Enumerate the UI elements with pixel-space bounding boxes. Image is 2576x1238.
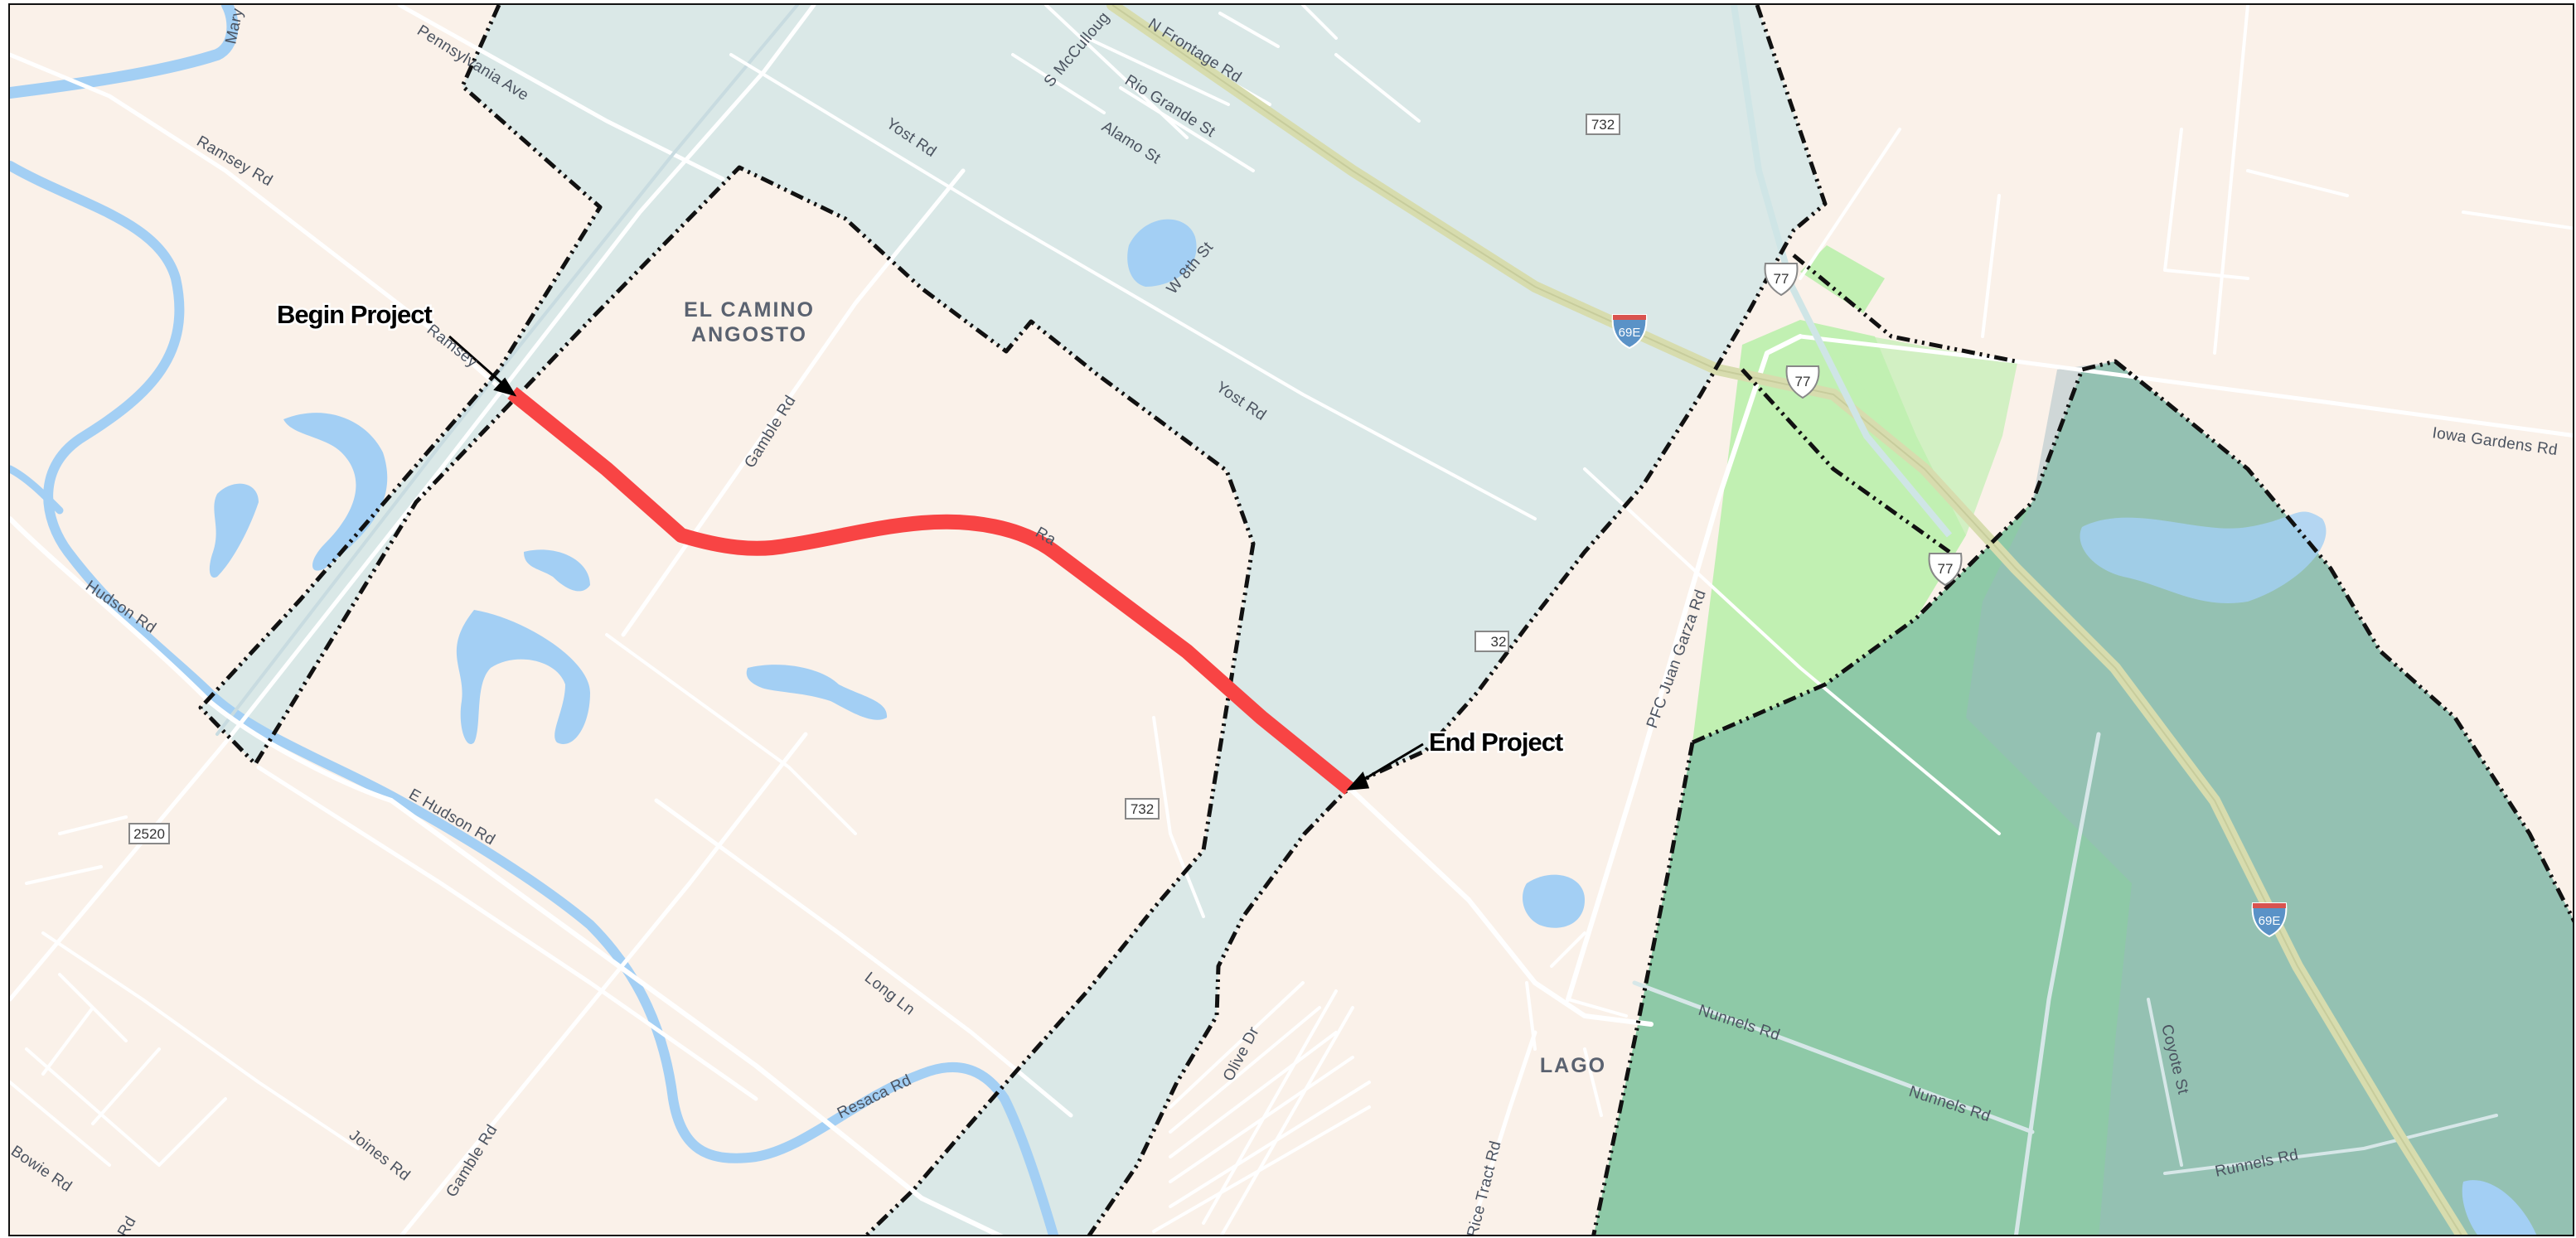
boundary-green-west <box>1591 742 1695 1235</box>
boundary-east-zone <box>2114 360 2573 923</box>
begin-project-label: Begin Project <box>277 300 432 329</box>
boundary-green-inner <box>1741 368 1951 554</box>
shield-label: 77 <box>1938 561 1954 577</box>
project-alignment <box>507 386 1354 795</box>
road-gamble-north <box>621 168 966 637</box>
resaca-lake-3 <box>456 610 590 744</box>
fm-shield-icon <box>1474 631 1509 652</box>
lake-southeast <box>2462 1180 2537 1235</box>
us-shield-icon <box>1785 365 1820 399</box>
light-green-area-north <box>1800 245 1885 313</box>
resaca-lake-2 <box>209 483 259 578</box>
road-west-residential <box>25 815 128 885</box>
fm-shield-icon <box>1586 114 1620 135</box>
fm-shield-icon <box>1125 798 1160 820</box>
road-ramsey-rd <box>10 52 510 397</box>
light-green-area-east <box>1825 328 2017 535</box>
road-east-vertical <box>2014 732 2101 1235</box>
road-nunnels <box>1632 980 2035 1134</box>
shield-label: 732 <box>1591 117 1615 133</box>
road-north-grid-3 <box>2246 169 2349 197</box>
fm-shield-icon <box>128 823 170 844</box>
interstate-shield-icon <box>1611 314 1648 350</box>
grey-overlay-area <box>1966 361 2573 1235</box>
resaca-lake-5 <box>746 665 888 720</box>
city-limits-area <box>201 5 1825 1235</box>
begin-arrow-head <box>493 377 517 397</box>
road-frontage <box>1583 467 2001 835</box>
shield-fm-732-partial: 32 <box>1474 631 1509 652</box>
road-north-grid-6 <box>1799 128 1901 280</box>
road-e-hudson <box>256 765 758 1101</box>
interstate-shield-band <box>1613 315 1646 320</box>
road-west-diagonal <box>10 5 816 1002</box>
road-north-grid-1 <box>2213 5 2249 355</box>
road-rice-tract <box>1467 1030 1537 1235</box>
road-sw-grid <box>10 931 360 1167</box>
road-runnels <box>2163 1114 2498 1175</box>
shield-label: 32 <box>1491 634 1507 650</box>
shield-fm-732-mid: 732 <box>1125 798 1160 820</box>
shield-label: 77 <box>1795 374 1811 389</box>
end-arrow-head <box>1346 771 1370 791</box>
road-rail <box>215 5 799 736</box>
begin-arrow-line <box>448 335 508 389</box>
lake-east <box>2080 511 2327 604</box>
road-north-grid-2 <box>2163 128 2249 280</box>
map-frame[interactable]: 2520 732 732 32 77 77 77 69E 69E EL CAMI… <box>8 3 2574 1236</box>
shield-us-77-b: 77 <box>1785 365 1820 399</box>
road-olive-grid <box>1152 981 1371 1235</box>
road-yost-rd <box>729 53 1537 520</box>
road-central-s <box>1152 716 1205 918</box>
shield-us-77-a: 77 <box>1764 263 1799 297</box>
boundary-lines <box>198 5 2573 1235</box>
shield-label: 69E <box>1619 326 1641 340</box>
annotation-arrows <box>448 335 1424 791</box>
road-pfc-juan-garza <box>1566 334 1803 1002</box>
road-iowa-gardens <box>1798 334 2573 438</box>
lake-lago <box>1523 874 1585 928</box>
shield-label: 69E <box>2259 914 2281 928</box>
boundary-east-strip <box>1087 5 1828 1235</box>
road-central-sw <box>605 633 857 835</box>
interstate-69e-edge <box>1111 5 2462 1235</box>
shield-label: 2520 <box>133 826 165 842</box>
us-shield-icon <box>1928 553 1963 587</box>
shield-i-69e-a: 69E <box>1611 314 1648 350</box>
shield-label: 732 <box>1131 801 1154 817</box>
end-arrow-line <box>1358 742 1424 784</box>
road-gamble-south <box>399 732 808 1235</box>
place-label-el-camino: EL CAMINO <box>684 298 815 322</box>
resaca-lake-4 <box>524 549 590 592</box>
lake-north <box>1127 219 1197 287</box>
map-canvas[interactable]: 2520 732 732 32 77 77 77 69E 69E EL CAMI… <box>10 5 2574 1236</box>
road-coyote <box>2147 998 2183 1167</box>
road-north-grid-5 <box>1981 194 2001 338</box>
shield-i-69e-b: 69E <box>2251 902 2288 938</box>
road-north-grid-4 <box>2462 210 2573 230</box>
interstate-shield-icon <box>2251 902 2288 938</box>
river-west-branch <box>10 465 64 515</box>
road-lago-streets <box>1525 931 1628 1117</box>
road-project-ext <box>1334 773 1654 1027</box>
road-long-ln <box>654 798 1073 1118</box>
shield-us-77-c: 77 <box>1928 553 1963 587</box>
shield-fm-2520: 2520 <box>128 823 170 844</box>
us-shield-icon <box>1764 263 1799 297</box>
boundary-green-north <box>1792 254 2017 364</box>
river-main <box>10 161 1059 1235</box>
place-label-angosto: ANGOSTO <box>691 323 807 346</box>
place-label-lago: LAGO <box>1540 1054 1606 1077</box>
interstate-shield-band <box>2253 903 2286 908</box>
river-north <box>10 5 239 99</box>
shield-label: 77 <box>1774 271 1789 287</box>
shield-fm-732-top: 732 <box>1586 114 1620 135</box>
end-project-label: End Project <box>1429 728 1563 757</box>
